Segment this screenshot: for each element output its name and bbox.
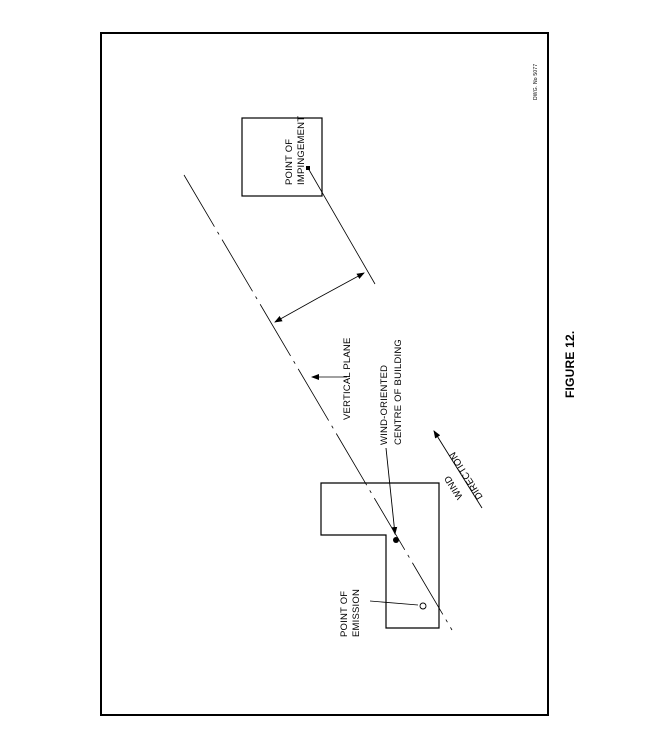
vertical-plane-line (183, 174, 453, 631)
impingement-label-line1: POINT OF (284, 139, 295, 185)
impingement-label-line2: IMPINGEMENT (296, 116, 307, 185)
drawing-number: DWG. No 5077 (533, 64, 539, 100)
distance-dimension-arrow (317, 272, 365, 299)
distance-dimension-arrow (274, 297, 319, 323)
centre-label-line1: WIND-ORIENTED (379, 365, 390, 445)
emission-point (419, 602, 427, 610)
drawing-border (100, 32, 549, 716)
emission-label-line2: EMISSION (351, 589, 362, 637)
figure-caption: FIGURE 12. (563, 331, 577, 398)
wind-direction-arrow (433, 430, 483, 509)
impingement-building (241, 117, 323, 197)
centre-leader (385, 447, 398, 535)
vertical-plane-label: VERTICAL PLANE (342, 337, 353, 420)
building-centre-point (393, 537, 399, 543)
emission-building (320, 482, 440, 629)
impingement-projection-line (307, 167, 376, 285)
emission-leader (369, 600, 419, 606)
emission-label-line1: POINT OF (339, 591, 350, 637)
centre-label-line2: CENTRE OF BUILDING (393, 339, 404, 445)
